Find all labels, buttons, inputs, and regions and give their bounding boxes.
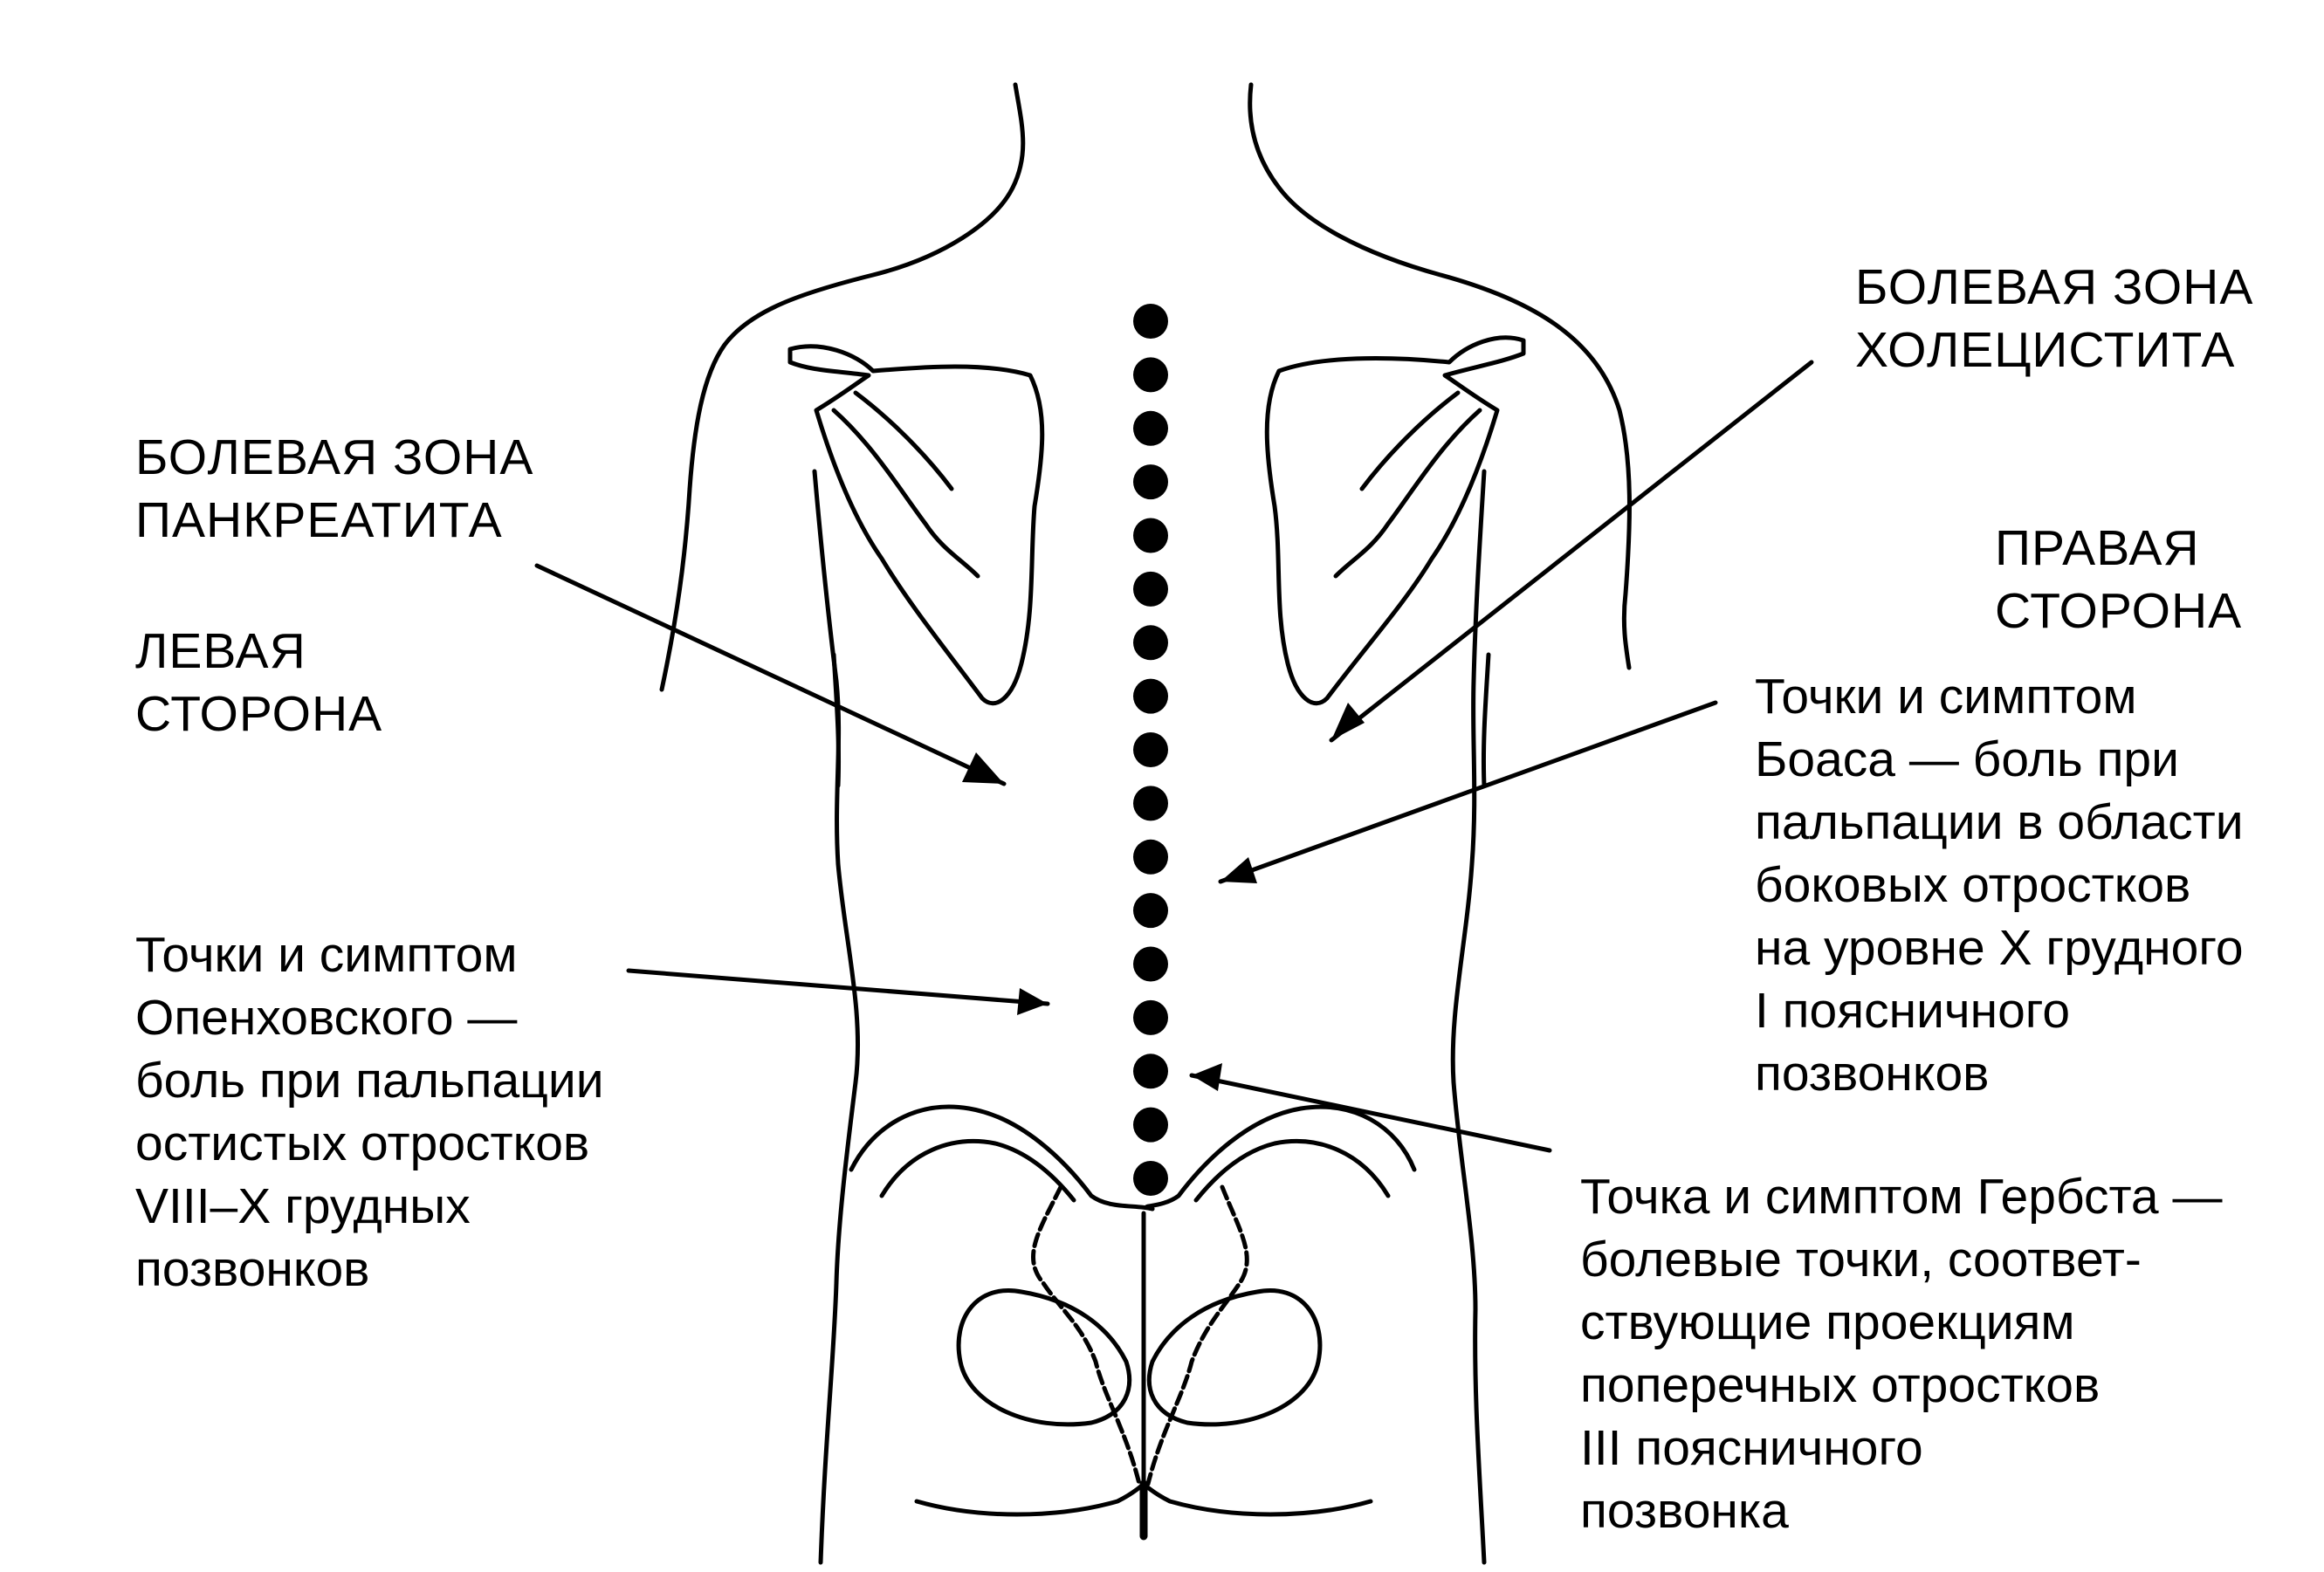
label-line: ПАНКРЕАТИТА <box>135 492 503 548</box>
spine-marker-dot <box>1133 571 1168 607</box>
pelvis <box>849 1104 1417 1541</box>
label-line: позвонков <box>1755 1046 1990 1102</box>
label-line: ЛЕВАЯ <box>135 623 306 679</box>
spine-marker-dot <box>1133 999 1168 1035</box>
spine-marker-dot <box>1133 678 1168 714</box>
left-iliac-inner <box>879 1139 1076 1203</box>
left-scapula-spine <box>831 408 980 579</box>
arrow-herbst-head <box>1192 1063 1222 1091</box>
label-line: поперечных отростков <box>1580 1357 2101 1413</box>
left-scapula-ridge <box>853 390 954 491</box>
right-gluteal-circle <box>1146 1288 1323 1427</box>
label-line: I поясничного <box>1755 983 2071 1039</box>
body-right-side <box>1450 469 1487 1565</box>
label-line: VIII–X грудных <box>135 1178 471 1234</box>
neck-left-line <box>659 82 1026 692</box>
right-buttock-curve <box>1141 1481 1373 1517</box>
sacrum-right <box>1145 1184 1249 1486</box>
arrow-pancreatitis-head <box>962 752 1004 784</box>
label-line: ХОЛЕЦИСТИТА <box>1855 322 2236 378</box>
right-iliac-crest <box>1144 1104 1417 1212</box>
arrow-pancreatitis <box>534 563 1007 786</box>
label-line: СТОРОНА <box>135 686 383 742</box>
label-line: Точки и симптом <box>1755 669 2137 724</box>
arrow-herbst <box>1189 1073 1552 1153</box>
arrow-boas-head <box>1220 857 1257 883</box>
cholecystitis-zone-label: БОЛЕВАЯ ЗОНА ХОЛЕЦИСТИТА <box>1855 256 2253 381</box>
right-side-label: ПРАВАЯ СТОРОНА <box>1995 517 2242 642</box>
label-line: ПРАВАЯ <box>1995 520 2200 576</box>
label-line: БОЛЕВАЯ ЗОНА <box>1855 259 2254 315</box>
spinous-process-markers <box>1133 304 1168 1196</box>
spine-marker-dot <box>1133 839 1168 875</box>
left-side-label: ЛЕВАЯ СТОРОНА <box>135 620 382 745</box>
left-buttock-curve <box>914 1481 1146 1517</box>
right-scapula-ridge <box>1359 390 1461 491</box>
right-iliac-inner <box>1193 1139 1391 1203</box>
spine-marker-dot <box>1133 625 1168 661</box>
label-line: ствующие проекциям <box>1580 1294 2075 1350</box>
pointer-arrows <box>534 360 1814 1153</box>
openkhovsky-symptom-label: Точки и симптом Опенховского — боль при … <box>135 923 604 1301</box>
label-line: Точки и симптом <box>135 927 518 983</box>
scapulae <box>787 335 1526 706</box>
label-line: на уровне X грудного <box>1755 920 2244 976</box>
arrow-openkhovsky-head <box>1017 988 1048 1015</box>
label-line: III поясничного <box>1580 1420 1923 1476</box>
torso-outline <box>659 82 1632 1565</box>
right-scapula-spine <box>1333 408 1482 579</box>
boas-symptom-label: Точки и симптом Боаса — боль при пальпац… <box>1755 665 2244 1105</box>
label-line: Точка и симптом Гербста — <box>1580 1169 2223 1225</box>
body-left-side <box>812 469 861 1565</box>
spine-marker-dot <box>1133 518 1168 553</box>
pancreatitis-zone-label: БОЛЕВАЯ ЗОНА ПАНКРЕАТИТА <box>135 426 533 552</box>
label-line: Боаса — боль при <box>1755 731 2179 787</box>
right-flank-line <box>1481 652 1491 788</box>
spine-marker-dot <box>1133 357 1168 393</box>
label-line: СТОРОНА <box>1995 583 2243 639</box>
left-flank-line <box>831 652 842 788</box>
spine-marker-dot <box>1133 1107 1168 1143</box>
label-line: болевые точки, соответ- <box>1580 1232 2142 1287</box>
label-line: боль при пальпации <box>135 1053 604 1109</box>
spine-marker-dot <box>1133 893 1168 929</box>
right-scapula <box>1264 335 1526 706</box>
spine-marker-dot <box>1133 1161 1168 1196</box>
arrow-openkhovsky <box>626 968 1050 1006</box>
label-line: пальпации в области <box>1755 794 2244 850</box>
label-line: БОЛЕВАЯ ЗОНА <box>135 429 534 485</box>
label-line: позвонков <box>135 1241 370 1297</box>
arrow-cholecystitis <box>1329 360 1814 743</box>
spine-marker-dot <box>1133 410 1168 446</box>
spine-marker-dot <box>1133 946 1168 982</box>
sacrum-left <box>1031 1184 1142 1486</box>
left-gluteal-circle <box>956 1288 1132 1427</box>
arrow-boas <box>1218 700 1718 884</box>
label-line: боковых отростков <box>1755 857 2191 913</box>
left-iliac-crest <box>849 1104 1155 1212</box>
spine-marker-dot <box>1133 1054 1168 1089</box>
spine-marker-dot <box>1133 732 1168 767</box>
neck-right-line <box>1248 82 1632 670</box>
arrow-cholecystitis-head <box>1331 703 1365 740</box>
herbst-symptom-label: Точка и симптом Гербста — болевые точки,… <box>1580 1165 2222 1542</box>
left-scapula <box>787 344 1045 706</box>
label-line: Опенховского — <box>135 990 518 1046</box>
spine-marker-dot <box>1133 786 1168 821</box>
label-line: позвонка <box>1580 1483 1789 1539</box>
label-line: остистых отростков <box>135 1116 590 1171</box>
spine-marker-dot <box>1133 464 1168 500</box>
spine-marker-dot <box>1133 304 1168 339</box>
